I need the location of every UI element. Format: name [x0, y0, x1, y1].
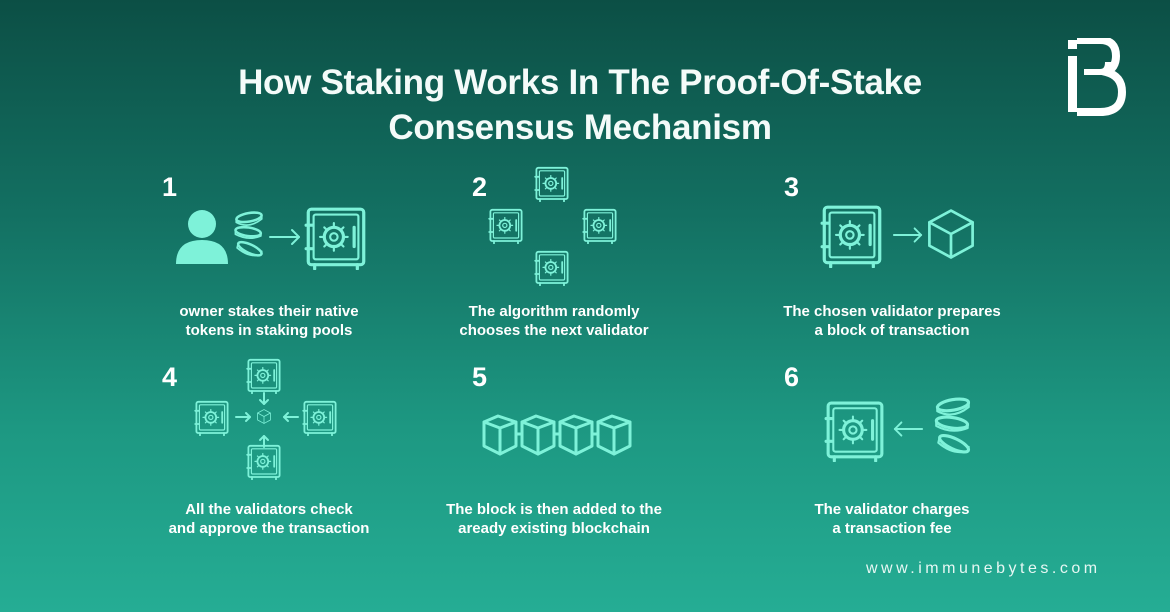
vault-icon [820, 204, 884, 268]
step-number: 5 [472, 362, 488, 392]
blockchain-icon [482, 414, 632, 456]
arrow-left-icon [893, 421, 924, 437]
arrow-right-icon [269, 229, 300, 245]
step-number: 2 [472, 172, 488, 202]
website-url[interactable]: www.immunebytes.com [866, 560, 1101, 577]
vault-icon [302, 400, 338, 436]
title-line-2: Consensus Mechanism [388, 108, 772, 147]
immunebytes-logo [1068, 38, 1126, 116]
arrow-right-icon [892, 227, 923, 243]
vault-icon [534, 166, 570, 202]
cube-icon [924, 206, 978, 262]
user-icon [176, 210, 228, 264]
page-title: How Staking Works In The Proof-Of-Stake … [150, 60, 1010, 150]
vault-icon [582, 208, 618, 244]
step-number: 3 [784, 172, 800, 202]
title-line-1: How Staking Works In The Proof-Of-Stake [238, 63, 922, 102]
vault-icon [488, 208, 524, 244]
vault-icon [534, 250, 570, 286]
connector-arrows [235, 392, 299, 448]
step-number: 6 [784, 362, 800, 392]
vault-icon [304, 206, 368, 270]
coins-icon [232, 210, 266, 262]
step-number: 4 [162, 362, 178, 392]
step-number: 1 [162, 172, 178, 202]
vault-icon [824, 400, 886, 462]
coins-icon [932, 396, 974, 460]
vault-icon [246, 358, 282, 394]
